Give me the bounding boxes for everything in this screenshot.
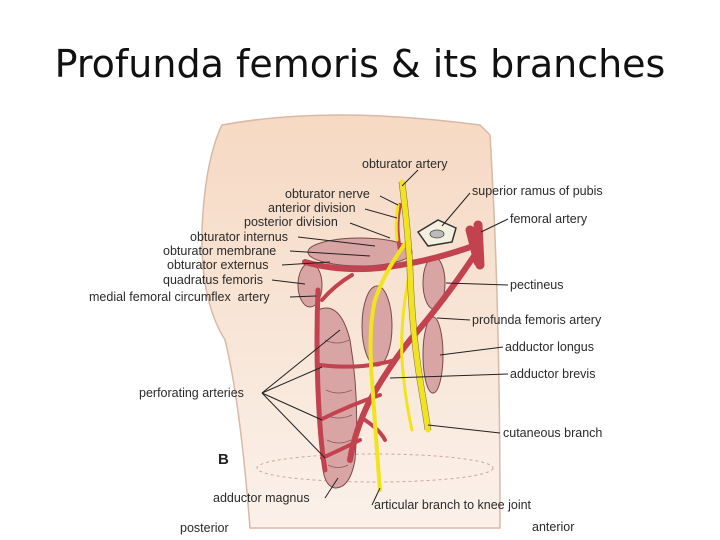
label-obturator-internus: obturator internus	[190, 230, 288, 244]
slide-title: Profunda femoris & its branches	[54, 42, 666, 86]
label-adductor-brevis: adductor brevis	[510, 367, 595, 381]
label-obturator-externus: obturator externus	[167, 258, 268, 272]
thigh-bottom-rim	[256, 453, 494, 483]
label-pectineus: pectineus	[510, 278, 564, 292]
label-cutaneous-branch: cutaneous branch	[503, 426, 602, 440]
label-profunda-femoris-artery: profunda femoris artery	[472, 313, 602, 327]
obturator-nerve-outline	[398, 181, 432, 431]
label-adductor-magnus: adductor magnus	[213, 491, 310, 505]
obturator-nerve-branches	[368, 179, 431, 492]
label-posterior: posterior	[180, 521, 229, 535]
label-obturator-artery: obturator artery	[362, 157, 448, 171]
label-quadratus-femoris: quadratus femoris	[163, 273, 263, 287]
label-adductor-longus: adductor longus	[505, 340, 594, 354]
label-obturator-membrane: obturator membrane	[163, 244, 276, 258]
label-superior-ramus-of-pubis: superior ramus of pubis	[472, 184, 603, 198]
obturator-externus-muscle	[307, 237, 413, 267]
superior-ramus-core	[429, 229, 445, 239]
label-medial-femoral-circumflex-artery: medial femoral circumflex artery	[89, 290, 270, 304]
label-femoral-artery: femoral artery	[510, 212, 588, 226]
label-obturator-nerve: obturator nerve	[285, 187, 370, 201]
leader-lines	[261, 169, 509, 506]
panel-letter: B	[218, 451, 229, 468]
label-anterior: anterior	[532, 520, 574, 534]
label-anterior-division: anterior division	[268, 201, 356, 215]
label-perforating-arteries: perforating arteries	[139, 386, 244, 400]
label-articular-branch-to-knee-joint: articular branch to knee joint	[374, 498, 532, 512]
label-posterior-division: posterior division	[244, 215, 338, 229]
